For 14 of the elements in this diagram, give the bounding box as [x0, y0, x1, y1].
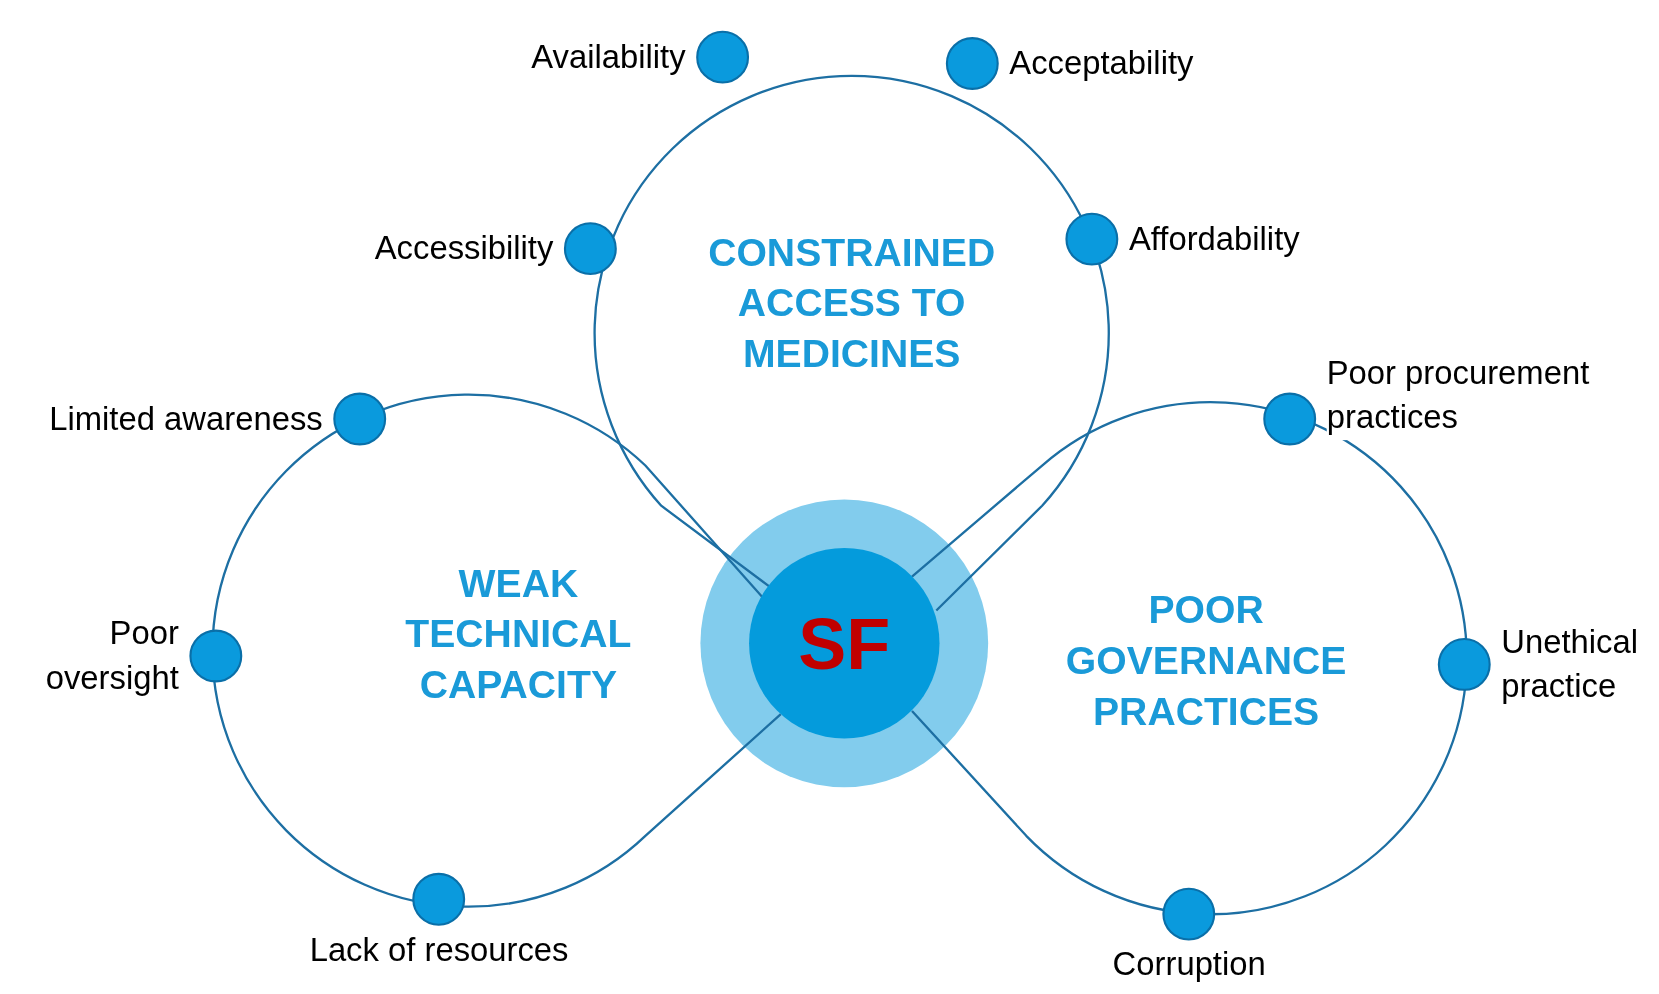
loop-title: POOR GOVERNANCE PRACTICES [1064, 587, 1348, 736]
loop-title: WEAK TECHNICAL CAPACITY [404, 560, 633, 709]
factor-label: Unethical practice [1501, 622, 1640, 707]
factor-label: Acceptability [1009, 43, 1194, 84]
node-label: Poor procurement practices [1326, 354, 1590, 436]
factor-label: Lack of resources [309, 930, 569, 971]
factor-label: Poor oversight [44, 613, 179, 699]
center-label: SF [798, 602, 891, 685]
factor-label: Accessibility [374, 228, 554, 269]
loop-title: CONSTRAINED ACCESS TO MEDICINES [707, 229, 997, 378]
factor-label: Corruption [1112, 944, 1266, 985]
factor-label: Limited awareness [49, 398, 323, 439]
factor-label: Availability [531, 37, 686, 78]
factor-label: Affordability [1128, 219, 1300, 260]
